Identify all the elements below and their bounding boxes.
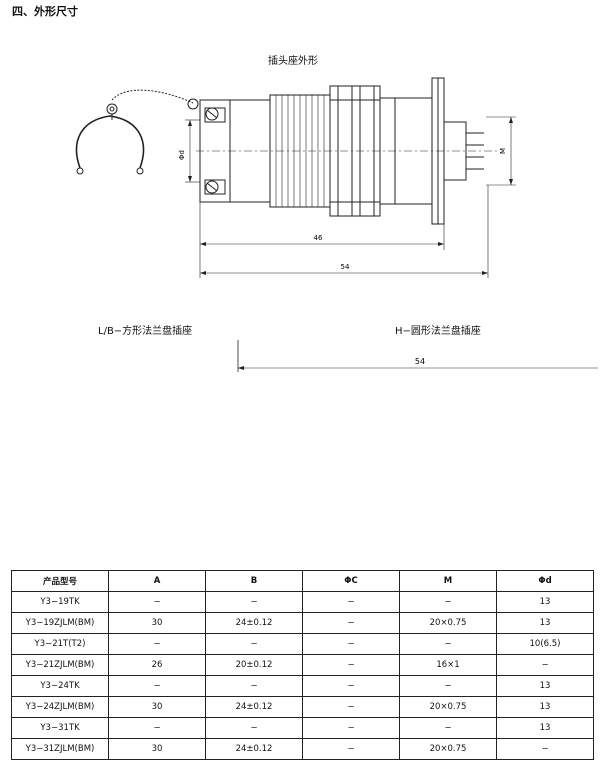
- cell-d: 13: [496, 612, 594, 634]
- cell-model: Y3−21ZJLM(BM): [11, 654, 109, 676]
- cell-b: −: [205, 675, 303, 697]
- cell-m: 16×1: [399, 654, 497, 676]
- cell-b: 24±0.12: [205, 696, 303, 718]
- cell-c: −: [302, 696, 400, 718]
- header-a: A: [108, 570, 206, 592]
- cell-m: 20×0.75: [399, 612, 497, 634]
- cell-model: Y3−31TK: [11, 717, 109, 739]
- screw-bottom: [205, 180, 219, 194]
- cell-a: −: [108, 675, 206, 697]
- table-row: Y3−24ZJLM(BM) 30 24±0.12 − 20×0.75 13: [11, 696, 594, 718]
- header-model: 产品型号: [11, 570, 109, 592]
- dim-label-46: 46: [314, 234, 323, 242]
- header-b: B: [205, 570, 303, 592]
- caption-plug-outline: 插头座外形: [268, 56, 318, 67]
- caption-round-flange: H−圆形法兰盘插座: [395, 326, 481, 337]
- cell-a: −: [108, 633, 206, 655]
- cell-c: −: [302, 633, 400, 655]
- cell-d: 13: [496, 591, 594, 613]
- table-header-row: 产品型号 A B ΦC M Φd: [11, 570, 594, 592]
- cell-a: −: [108, 591, 206, 613]
- cell-a: −: [108, 717, 206, 739]
- cell-model: Y3−19TK: [11, 591, 109, 613]
- cell-c: −: [302, 591, 400, 613]
- cell-a: 30: [108, 612, 206, 634]
- cell-model: Y3−21T(T2): [11, 633, 109, 655]
- cell-b: 20±0.12: [205, 654, 303, 676]
- table-row: Y3−21T(T2) − − − − 10(6.5): [11, 633, 594, 655]
- dim-label-m: M: [499, 148, 507, 154]
- header-c: ΦC: [302, 570, 400, 592]
- clip-end-right: [136, 167, 144, 175]
- header-d: Φd: [496, 570, 594, 592]
- cell-m: 20×0.75: [399, 738, 497, 760]
- cell-b: −: [205, 717, 303, 739]
- cell-b: −: [205, 633, 303, 655]
- cell-c: −: [302, 654, 400, 676]
- cell-model: Y3−24ZJLM(BM): [11, 696, 109, 718]
- clip-end-left: [76, 167, 84, 175]
- cell-m: −: [399, 591, 497, 613]
- cell-model: Y3−19ZJLM(BM): [11, 612, 109, 634]
- section-title: 四、外形尺寸: [12, 5, 78, 18]
- clip-pivot: [106, 103, 118, 115]
- cell-d: 10(6.5): [496, 633, 594, 655]
- table-row: Y3−21ZJLM(BM) 26 20±0.12 − 16×1 −: [11, 654, 594, 676]
- connector-drawing: Φd M 46 54 54: [75, 77, 598, 372]
- table-row: Y3−31TK − − − − 13: [11, 717, 594, 739]
- cell-m: −: [399, 633, 497, 655]
- cell-c: −: [302, 612, 400, 634]
- header-m: M: [399, 570, 497, 592]
- cell-c: −: [302, 675, 400, 697]
- cell-model: Y3−31ZJLM(BM): [11, 738, 109, 760]
- cell-m: −: [399, 675, 497, 697]
- cell-d: 13: [496, 696, 594, 718]
- cell-c: −: [302, 717, 400, 739]
- cell-c: −: [302, 738, 400, 760]
- cell-b: −: [205, 591, 303, 613]
- table-row: Y3−24TK − − − − 13: [11, 675, 594, 697]
- dim-label-54-lower: 54: [415, 357, 425, 366]
- cell-m: 20×0.75: [399, 696, 497, 718]
- screw-top: [205, 107, 219, 121]
- dim-label-d: Φd: [178, 150, 186, 160]
- cell-d: −: [496, 738, 594, 760]
- cell-d: 13: [496, 717, 594, 739]
- retaining-clip: [75, 115, 145, 169]
- cell-d: 13: [496, 675, 594, 697]
- table-row: Y3−19ZJLM(BM) 30 24±0.12 − 20×0.75 13: [11, 612, 594, 634]
- dim-label-54: 54: [341, 263, 350, 271]
- solder-pins: [466, 132, 484, 170]
- cell-d: −: [496, 654, 594, 676]
- caption-square-flange: L/B−方形法兰盘插座: [98, 326, 193, 337]
- cell-b: 24±0.12: [205, 612, 303, 634]
- spec-table: 产品型号 A B ΦC M Φd Y3−19TK − − − − 13 Y3−1…: [11, 570, 594, 760]
- table-row: Y3−19TK − − − − 13: [11, 591, 594, 613]
- cell-a: 30: [108, 696, 206, 718]
- cell-b: 24±0.12: [205, 738, 303, 760]
- table-row: Y3−31ZJLM(BM) 30 24±0.12 − 20×0.75 −: [11, 738, 594, 760]
- cell-model: Y3−24TK: [11, 675, 109, 697]
- cell-a: 30: [108, 738, 206, 760]
- cell-a: 26: [108, 654, 206, 676]
- chain-wire: [111, 89, 194, 104]
- cell-m: −: [399, 717, 497, 739]
